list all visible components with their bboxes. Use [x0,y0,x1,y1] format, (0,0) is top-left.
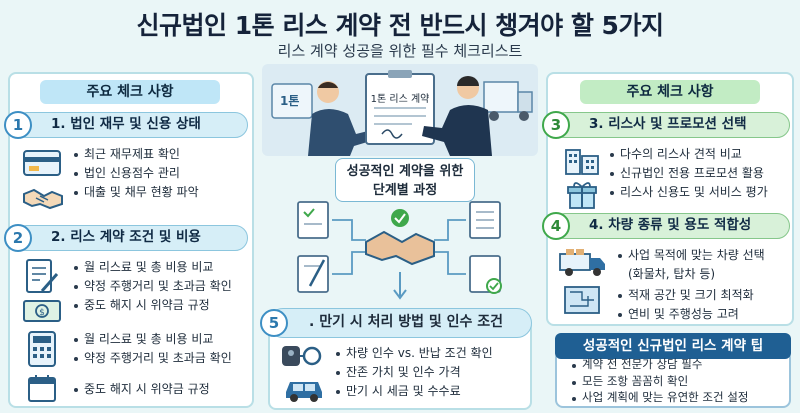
cargo-truck-icon [559,249,605,276]
handshake-icon [23,188,63,210]
list-item: 적재 공간 및 크기 최적화 [616,286,754,305]
money-icon: $ [23,300,61,322]
list-item: 리스사 신용도 및 서비스 평가 [608,183,768,202]
document-label: 1톤 리스 계약 [370,94,430,105]
list-item: 월 리스료 및 총 비용 비교 [72,330,232,349]
left-panel-header: 주요 체크 사항 [40,80,220,104]
section5-list: 차량 인수 vs. 반납 조건 확인 잔존 가치 및 인수 가격 만기 시 세금… [334,344,493,401]
process-flow-diagram [297,201,502,300]
section3-list: 다수의 리스사 견적 비교 신규법인 전용 프로모션 활용 리스사 신용도 및 … [608,145,768,202]
section4-title: 4. 차량 종류 및 용도 적합성 [552,213,790,239]
section5-title: . 만기 시 처리 방법 및 인수 조건 [268,308,532,338]
gift-icon [567,182,597,209]
process-label: 성공적인 계약을 위한 단계별 과정 [335,158,475,202]
list-item: 약정 주행거리 및 초과금 확인 [72,277,232,296]
section4-list-a: 사업 목적에 맞는 차량 선택 [616,246,765,265]
svg-text:$: $ [39,308,45,318]
list-item: 사업 계획에 맞는 유연한 조건 설정 [570,389,748,406]
section4-note: (화물차, 탑차 등) [628,267,716,281]
section2-list-b: 월 리스료 및 총 비용 비교 약정 주행거리 및 초과금 확인 [72,330,232,368]
calculator-icon [28,331,56,367]
section3-number: 3 [542,111,570,139]
list-item: 모든 조항 꼼꼼히 확인 [570,373,748,390]
section3-title: 3. 리스사 및 프로모션 선택 [552,112,790,138]
list-item: 다수의 리스사 견적 비교 [608,145,768,164]
list-item: 만기 시 세금 및 수수료 [334,382,493,401]
list-item: 차량 인수 vs. 반납 조건 확인 [334,344,493,363]
car-icon [286,382,322,402]
process-label-line1: 성공적인 계약을 위한 [346,164,464,179]
contract-pen-icon [26,259,59,293]
section1-list: 최근 재무제표 확인 법인 신용점수 관리 대출 및 채무 현황 파악 [72,145,199,202]
section2-list-a: 월 리스료 및 총 비용 비교 약정 주행거리 및 초과금 확인 중도 해지 시… [72,258,232,315]
credit-card-icon [23,150,61,176]
list-item: 중도 해지 시 위약금 규정 [72,380,210,399]
section4-number: 4 [542,212,570,240]
list-item: 연비 및 주행성능 고려 [616,305,754,324]
list-item: 중도 해지 시 위약금 규정 [72,296,232,315]
list-item: 월 리스료 및 총 비용 비교 [72,258,232,277]
page-subtitle: 리스 계약 성공을 위한 필수 체크리스트 [277,42,523,60]
list-item: 법인 신용점수 관리 [72,164,199,183]
right-panel-header: 주요 체크 사항 [580,80,760,104]
list-item: 사업 목적에 맞는 차량 선택 [616,246,765,265]
section1-number: 1 [4,111,32,139]
list-item: 약정 주행거리 및 초과금 확인 [72,349,232,368]
list-item: 대출 및 채무 현황 파악 [72,183,199,202]
list-item: 잔존 가치 및 인수 가격 [334,363,493,382]
contract-signing-illustration [262,64,538,156]
tips-list: 계약 전 전문가 상담 필수 모든 조항 꼼꼼히 확인 사업 계획에 맞는 유연… [570,356,748,406]
blueprint-icon [564,286,600,314]
section1-title: 1. 법인 재무 및 신용 상태 [14,112,248,138]
car-key-icon [282,346,322,366]
truck-label: 1톤 [280,94,300,108]
process-label-line2: 단계별 과정 [372,183,438,198]
tips-title: 성공적인 신규법인 리스 계약 팁 [555,333,791,359]
list-item: 계약 전 전문가 상담 필수 [570,356,748,373]
section2-title: 2. 리스 계약 조건 및 비용 [14,225,248,251]
section4-list-b: 적재 공간 및 크기 최적화 연비 및 주행성능 고려 [616,286,754,324]
page-title: 신규법인 1톤 리스 계약 전 반드시 챙겨야 할 5가지 [136,11,664,40]
office-building-icon [565,149,599,175]
list-item: 신규법인 전용 프로모션 활용 [608,164,768,183]
section2-list-c: 중도 해지 시 위약금 규정 [72,380,210,399]
list-item: 최근 재무제표 확인 [72,145,199,164]
section5-number: 5 [260,309,288,337]
section2-number: 2 [4,224,32,252]
calendar-icon [28,375,56,402]
